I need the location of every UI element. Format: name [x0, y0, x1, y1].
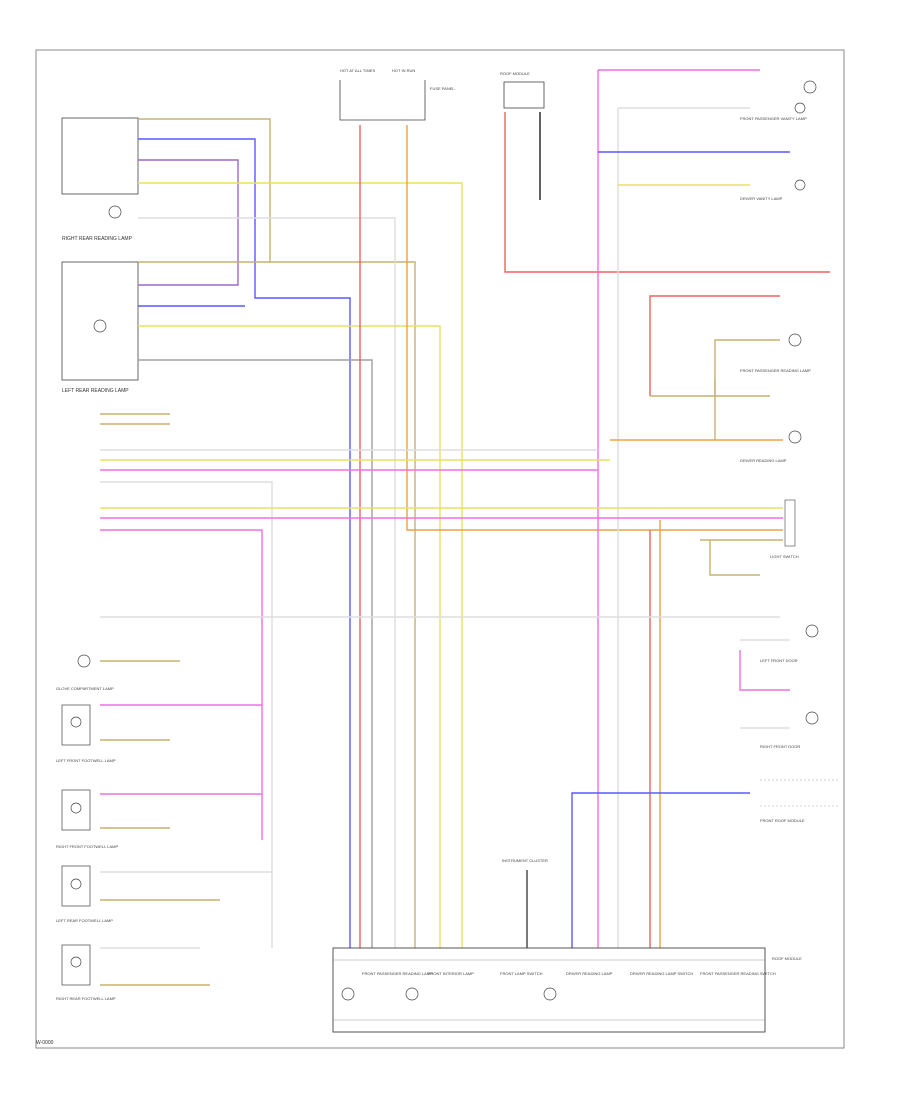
lamp-bulb-icon: [70, 802, 82, 814]
lamp-bulb-icon: [794, 179, 806, 191]
right-front-door-label: RIGHT FRONT DOOR: [760, 744, 800, 749]
fuse-panel-label: FUSE PANEL: [430, 86, 455, 91]
right-rear-reading-lamp: RIGHT REAR READING LAMP: [61, 117, 139, 242]
front-roof-module-ref: FRONT ROOF MODULE: [760, 779, 840, 823]
front-pass-reading-lamp: FRONT PASSENGER READING LAMP: [740, 333, 811, 373]
lamp-bulb-icon: [70, 878, 82, 890]
front-lamp-switch-label: FRONT LAMP SWITCH: [500, 971, 543, 976]
lamp-bulb-icon: [70, 956, 82, 968]
lamp-bulb-icon: [108, 205, 122, 219]
glove-compartment-lamp: GLOVE COMPARTMENT LAMP: [56, 654, 114, 691]
hot-at-all-times-label: HOT AT ALL TIMES: [340, 68, 375, 73]
front-roof-module-label: FRONT ROOF MODULE: [760, 818, 805, 823]
fuse-panel-top: HOT AT ALL TIMES HOT IN RUN FUSE PANEL: [339, 68, 455, 121]
driver-reading-lamp: DRIVER READING LAMP: [740, 430, 802, 463]
front-interior-lamp-label: FRONT INTERIOR LAMP: [428, 971, 474, 976]
driver-switch-label: DRIVER READING LAMP SWITCH: [630, 971, 693, 976]
roof-module: ROOF MODULE: [500, 71, 545, 109]
front-interior-module: FRONT PASSENGER READING LAMP FRONT INTER…: [332, 947, 802, 1033]
left-front-footwell-label: LEFT FRONT FOOTWELL LAMP: [56, 758, 116, 763]
left-rear-footwell-label: LEFT REAR FOOTWELL LAMP: [56, 918, 113, 923]
lamp-bulb-icon: [543, 987, 557, 1001]
front-pass-reading-label: FRONT PASSENGER READING LAMP: [740, 368, 811, 373]
left-front-door-lamp: LEFT FRONT DOOR: [760, 624, 819, 663]
diagram-frame: [35, 49, 845, 1049]
lamp-bulb-icon: [788, 333, 802, 347]
instrument-cluster: INSTRUMENT CLUSTER: [502, 858, 548, 948]
right-front-footwell-label: RIGHT FRONT FOOTWELL LAMP: [56, 844, 118, 849]
glove-compartment-label: GLOVE COMPARTMENT LAMP: [56, 686, 114, 691]
instrument-cluster-label: INSTRUMENT CLUSTER: [502, 858, 548, 863]
lamp-bulb-icon: [805, 624, 819, 638]
left-front-door-label: LEFT FRONT DOOR: [760, 658, 798, 663]
left-rear-reading-lamp: LEFT REAR READING LAMP: [61, 261, 139, 394]
left-rear-reading-lamp-label: LEFT REAR READING LAMP: [62, 388, 129, 394]
lamp-bulb-icon: [341, 987, 355, 1001]
lamp-bulb-icon: [803, 80, 817, 94]
driver-reading-lamp-module-label: DRIVER READING LAMP: [566, 971, 613, 976]
driver-vanity-label: DRIVER VANITY LAMP: [740, 196, 783, 201]
lamp-bulb-icon: [788, 430, 802, 444]
roof-module-bottom-label: ROOF MODULE: [772, 956, 802, 961]
lamp-bulb-icon: [77, 654, 91, 668]
right-rear-reading-lamp-label: RIGHT REAR READING LAMP: [62, 236, 133, 242]
lamp-bulb-icon: [93, 319, 107, 333]
front-pass-reading-lamp-label: FRONT PASSENGER READING LAMP: [362, 971, 433, 976]
right-rear-footwell-label: RIGHT REAR FOOTWELL LAMP: [56, 996, 116, 1001]
driver-reading-label: DRIVER READING LAMP: [740, 458, 787, 463]
light-switch-label: LIGHT SWITCH: [770, 554, 799, 559]
right-rear-footwell-lamp: RIGHT REAR FOOTWELL LAMP: [56, 944, 116, 1001]
left-rear-footwell-lamp: LEFT REAR FOOTWELL LAMP: [56, 865, 113, 923]
front-passenger-vanity-label: FRONT PASSENGER VANITY LAMP: [740, 116, 807, 121]
diagram-footer: W-0000: [36, 1040, 54, 1046]
hot-in-run-label: HOT IN RUN: [392, 68, 415, 73]
right-front-footwell-lamp: RIGHT FRONT FOOTWELL LAMP: [56, 789, 118, 849]
lamp-bulb-icon: [70, 716, 82, 728]
light-switch: LIGHT SWITCH: [770, 499, 799, 559]
front-passenger-vanity-lamp: FRONT PASSENGER VANITY LAMP: [740, 80, 817, 121]
lamp-bulb-icon: [405, 987, 419, 1001]
right-front-door-lamp: RIGHT FRONT DOOR: [760, 711, 819, 749]
driver-vanity-lamp: DRIVER VANITY LAMP: [740, 179, 806, 201]
roof-module-label: ROOF MODULE: [500, 71, 530, 76]
lamp-bulb-icon: [805, 711, 819, 725]
front-pass-switch-label: FRONT PASSENGER READING SWITCH: [700, 971, 776, 976]
left-front-footwell-lamp: LEFT FRONT FOOTWELL LAMP: [56, 704, 116, 763]
lamp-bulb-icon: [794, 102, 806, 114]
